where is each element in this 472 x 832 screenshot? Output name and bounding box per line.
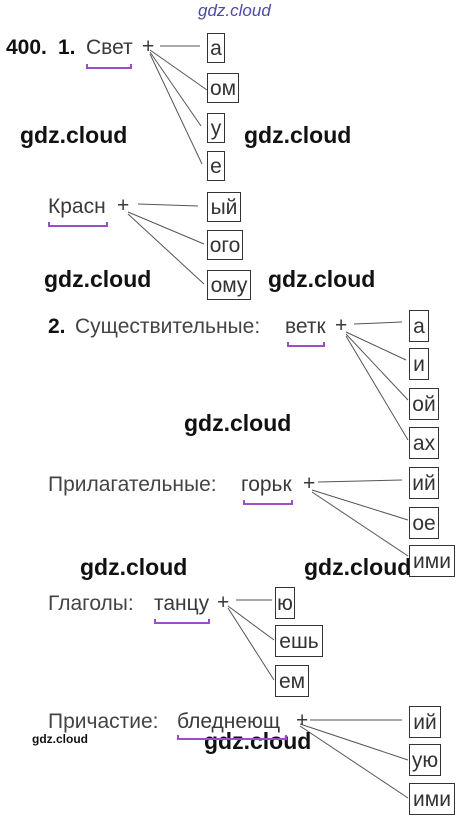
- ending-box: ое: [409, 507, 439, 539]
- ending-box: ах: [409, 427, 439, 459]
- ending-box: ими: [409, 783, 455, 815]
- ending-box: ый: [207, 192, 241, 222]
- category-label: Глаголы:: [48, 592, 134, 615]
- ending-box: а: [207, 33, 225, 63]
- connector-line: [353, 321, 403, 325]
- ending-box: ом: [207, 73, 239, 103]
- ending-box: а: [409, 310, 429, 342]
- connector-line: [299, 725, 409, 799]
- ending-box: ий: [409, 706, 441, 738]
- root-underline: [154, 619, 210, 624]
- watermark: gdz.cloud: [304, 554, 412, 580]
- ending-box: и: [409, 348, 429, 380]
- word-root: Красн: [48, 195, 106, 218]
- root-underline: [243, 500, 293, 505]
- watermark: gdz.cloud: [32, 732, 88, 746]
- ending-box: ую: [409, 744, 441, 776]
- connector-line: [299, 723, 409, 761]
- ending-box: ем: [275, 665, 309, 697]
- category-label: Существительные:: [75, 315, 261, 338]
- connector-line: [311, 489, 409, 521]
- plus-sign: +: [117, 194, 130, 217]
- part-number: 2.: [48, 315, 66, 338]
- watermark: gdz.cloud: [44, 266, 152, 292]
- word-root: ветк: [285, 315, 326, 338]
- category-label: Причастие:: [48, 710, 159, 733]
- ending-box: е: [207, 151, 225, 181]
- root-underline: [86, 64, 132, 69]
- connector-line: [127, 211, 205, 245]
- ending-box: ому: [207, 270, 251, 300]
- connector-line: [227, 607, 275, 681]
- connector-line: [127, 213, 205, 285]
- plus-sign: +: [142, 35, 155, 58]
- watermark: gdz.cloud: [268, 266, 376, 292]
- watermark: gdz.cloud: [198, 1, 271, 20]
- ending-box: у: [207, 113, 225, 143]
- connector-line: [149, 49, 208, 91]
- plus-sign: +: [217, 591, 230, 614]
- root-underline: [287, 342, 325, 347]
- connector-line: [345, 333, 409, 401]
- watermark: gdz.cloud: [244, 122, 352, 148]
- plus-sign: +: [335, 314, 348, 337]
- connector-line: [149, 51, 202, 127]
- category-label: Прилагательные:: [48, 473, 217, 496]
- word-root: бледнеющ: [177, 710, 281, 733]
- ending-box: ю: [275, 587, 295, 619]
- plus-sign: +: [296, 709, 309, 732]
- ending-box: ой: [409, 388, 439, 420]
- connector-line: [345, 331, 407, 361]
- ending-box: ешь: [275, 625, 323, 657]
- connector-line: [345, 335, 409, 441]
- root-underline: [48, 222, 108, 227]
- connector-line: [137, 203, 199, 207]
- plus-sign: +: [303, 472, 316, 495]
- ending-box: ого: [207, 230, 243, 260]
- ending-box: ими: [409, 545, 455, 577]
- exercise-number: 400.: [6, 36, 47, 59]
- watermark: gdz.cloud: [20, 122, 128, 148]
- watermark: gdz.cloud: [204, 728, 312, 754]
- watermark: gdz.cloud: [184, 410, 292, 436]
- word-root: танцу: [154, 592, 210, 615]
- word-root: Свет: [86, 36, 133, 59]
- part-number: 1.: [58, 36, 76, 59]
- connector-line: [149, 53, 203, 165]
- word-root: горьк: [241, 473, 292, 496]
- connector-line: [311, 491, 409, 557]
- watermark: gdz.cloud: [80, 554, 188, 580]
- connector-line: [317, 479, 403, 483]
- connector-line: [227, 605, 275, 641]
- root-underline: [177, 735, 287, 740]
- ending-box: ий: [409, 467, 439, 499]
